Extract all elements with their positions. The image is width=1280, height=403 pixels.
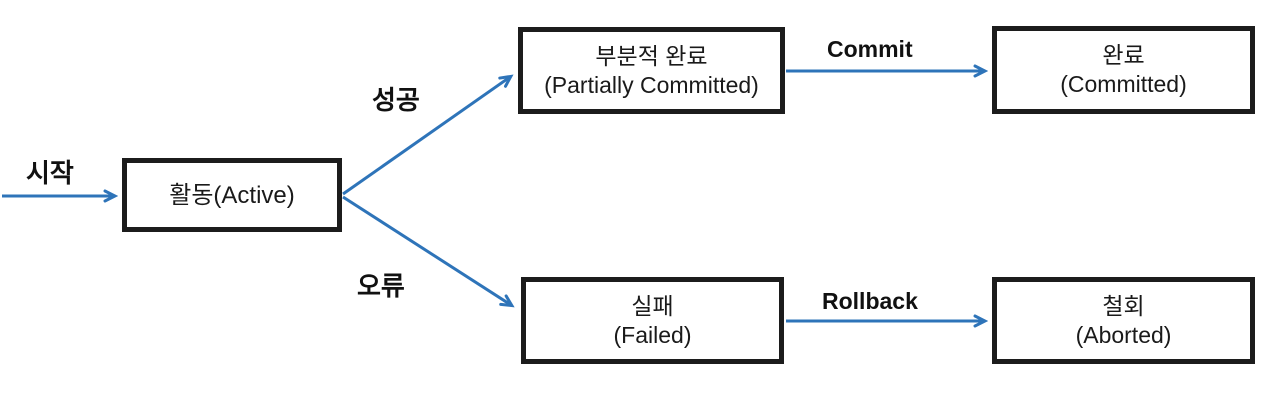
label-success: 성공 — [372, 85, 420, 115]
node-failed: 실패 (Failed) — [521, 277, 784, 364]
node-active-label: 활동(Active) — [169, 181, 295, 209]
label-commit: Commit — [827, 36, 913, 62]
node-failed-label-en: (Failed) — [613, 321, 692, 348]
node-partially-committed: 부분적 완료 (Partially Committed) — [518, 27, 785, 114]
label-start: 시작 — [26, 158, 74, 188]
node-committed-label-ko: 완료 — [1102, 42, 1145, 68]
node-partially-committed-label-ko: 부분적 완료 — [595, 42, 708, 69]
node-aborted: 철회 (Aborted) — [992, 277, 1255, 364]
arrow-error — [342, 195, 511, 305]
node-aborted-label-en: (Aborted) — [1075, 321, 1172, 348]
label-rollback: Rollback — [822, 288, 918, 314]
node-partially-committed-label-en: (Partially Committed) — [544, 71, 759, 98]
node-failed-label-ko: 실패 — [631, 292, 674, 319]
label-error: 오류 — [357, 271, 405, 301]
node-committed: 완료 (Committed) — [992, 26, 1255, 114]
node-aborted-label-ko: 철회 — [1102, 292, 1145, 319]
node-active: 활동(Active) — [122, 158, 342, 232]
node-committed-label-en: (Committed) — [1060, 71, 1187, 97]
arrow-success — [342, 77, 510, 196]
